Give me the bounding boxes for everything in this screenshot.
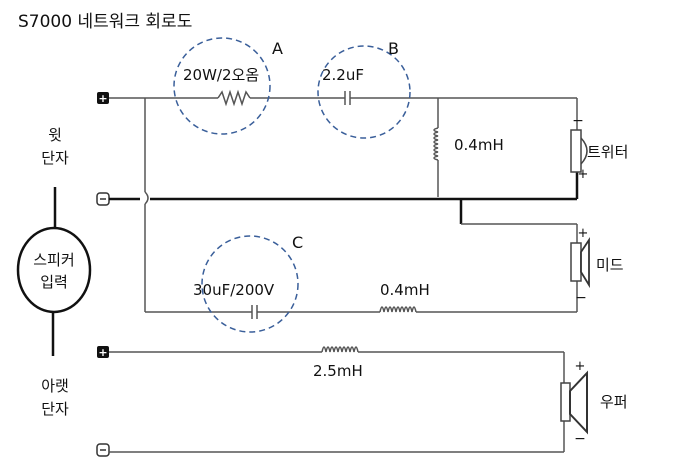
mid-label: 미드 <box>596 256 624 274</box>
upper-minus-terminal <box>96 192 110 206</box>
mid-minus: − <box>575 290 587 306</box>
lower-terminal-label-2: 단자 <box>41 400 69 418</box>
tweeter-plus: + <box>578 167 589 182</box>
marker-b: B <box>388 39 399 58</box>
marker-c: C <box>292 233 303 252</box>
capacitor-c-label: 30uF/200V <box>193 281 275 299</box>
speaker-input-oval <box>16 226 92 314</box>
tweeter-label: 트위터 <box>587 143 628 161</box>
lower-terminal-label-1: 아랫 <box>41 377 69 395</box>
speaker-input-label-2: 입력 <box>40 273 68 291</box>
mid-inductor-label: 0.4mH <box>380 281 430 299</box>
upper-terminal-label-2: 단자 <box>41 149 69 167</box>
upper-plus-terminal: + <box>97 92 109 105</box>
mid-wiring <box>145 223 578 319</box>
woofer-wiring <box>109 346 565 453</box>
tweeter-symbol <box>570 129 588 173</box>
svg-text:+: + <box>98 346 107 359</box>
woofer-symbol <box>560 370 588 435</box>
woofer-inductor-label: 2.5mH <box>313 362 363 380</box>
woofer-label: 우퍼 <box>600 393 628 411</box>
highlight-circle-a <box>173 37 271 135</box>
marker-a: A <box>272 39 283 58</box>
capacitor-b-label: 2.2uF <box>322 66 364 84</box>
woofer-plus: + <box>575 359 586 374</box>
tweeter-minus: − <box>572 113 584 129</box>
lower-minus-terminal <box>96 443 110 457</box>
mid-speaker-symbol <box>570 237 590 289</box>
highlight-circle-c <box>201 235 299 333</box>
upper-terminal-label-1: 윗 <box>48 126 62 144</box>
tweeter-inductor-label: 0.4mH <box>454 136 504 154</box>
ground-bus <box>109 172 579 224</box>
mid-plus: + <box>578 226 589 241</box>
tweeter-wiring <box>109 89 578 312</box>
resistor-label: 20W/2오옴 <box>183 66 259 84</box>
speaker-input-label-1: 스피커 <box>33 251 74 269</box>
highlight-circle-b <box>317 45 411 139</box>
woofer-minus: − <box>574 431 586 447</box>
svg-text:+: + <box>98 92 107 105</box>
lower-plus-terminal: + <box>97 346 109 359</box>
diagram-title: S7000 네트워크 회로도 <box>18 12 192 32</box>
